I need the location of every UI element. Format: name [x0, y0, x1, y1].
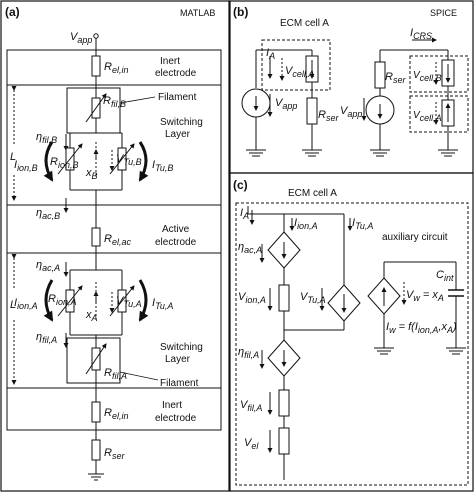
ecm-cell-a-box	[261, 39, 331, 91]
panel-c: (c) ECM cell A IA Iion,A ITu,A ηac,A Vio…	[233, 178, 469, 486]
panel-a-label: (a)	[5, 5, 20, 19]
ecm-cell-a-label: ECM cell A	[280, 18, 329, 29]
b-v-app2: Vapp	[340, 105, 362, 119]
a-r-ion-b: Rion,B	[50, 156, 78, 170]
b-i-a: IA	[266, 47, 275, 61]
a-eta-fil-b: ηfil,B	[36, 131, 57, 145]
r-el-resistor-c	[278, 427, 290, 455]
c-i-tu-a: ITu,A	[352, 217, 373, 231]
active-electrode-line1: Active	[162, 224, 190, 235]
c-v-tu-a: VTu,A	[300, 291, 326, 305]
panel-b-frame	[228, 0, 474, 174]
switching-layer-bottom-line2: Layer	[165, 354, 191, 365]
inert-electrode-bottom-line1: Inert	[162, 400, 182, 411]
a-eta-ac-b: ηac,B	[36, 207, 60, 221]
panel-b-label: (b)	[233, 5, 248, 19]
a-r-ion-a: Rion,A	[48, 293, 76, 307]
b-v-cell-a: Vcell,A	[285, 65, 314, 79]
panel-a-tag: MATLAB	[180, 8, 215, 18]
switching-layer-bottom-line1: Switching	[160, 342, 203, 353]
c-eta-fil-a: ηfil,A	[238, 346, 259, 360]
a-r-fil-a: Rfil,A	[104, 367, 127, 381]
a-i-ion-b: Iion,B	[14, 159, 38, 173]
inert-electrode-bottom-line2: electrode	[155, 413, 197, 424]
b-i-crs: ICRS	[410, 27, 432, 41]
panel-c-label: (c)	[233, 178, 248, 192]
inert-electrode-top-line1: Inert	[160, 56, 180, 67]
panel-c-title: ECM cell A	[288, 188, 337, 199]
filament-bottom-label: Filament	[160, 378, 199, 389]
a-r-el-in-bottom: Rel,in	[104, 407, 128, 421]
r-el-in-top-resistor	[91, 55, 101, 77]
c-c-int: Cint	[436, 269, 454, 283]
c-iw-eq: Iw = f(Iion,A,xA)	[386, 321, 457, 335]
inert-electrode-bottom-band	[6, 387, 222, 431]
ecm-cell-a-detail-box	[235, 202, 469, 486]
panel-b: (b) SPICE ECM cell A Vapp IA Vcell,A Rse…	[233, 5, 469, 157]
a-L-top: L	[10, 151, 16, 163]
switching-layer-bottom-band	[6, 252, 222, 389]
a-v-app: Vapp	[70, 31, 92, 45]
panel-a-frame	[0, 0, 231, 492]
c-i-a: IA	[240, 207, 249, 221]
c-eta-ac-a: ηac,A	[238, 241, 262, 255]
b-r-ser2: Rser	[385, 71, 406, 85]
a-i-tu-b: ITu,B	[152, 159, 173, 173]
b-v-cell-a2: Vcell,A	[413, 110, 442, 123]
a-v-tu-b: VTu,B	[116, 153, 142, 167]
c-vw-eq: Vw = xA	[406, 289, 444, 303]
a-r-el-ac: Rel,ac	[104, 233, 131, 247]
b-r-ser: Rser	[318, 109, 339, 123]
a-i-tu-a: ITu,A	[152, 297, 173, 311]
panel-c-frame	[228, 172, 474, 492]
r-el-in-bottom-resistor	[91, 401, 101, 423]
r-el-ac-resistor	[91, 227, 101, 247]
switching-layer-top-line2: Layer	[165, 129, 191, 140]
c-v-el: Vel	[244, 437, 259, 451]
filament-top-label: Filament	[158, 92, 197, 103]
c-v-ion-a: Vion,A	[238, 291, 266, 305]
v-app-terminal	[93, 33, 99, 39]
a-i-ion-a: Iion,A	[14, 297, 38, 311]
c-v-fil-a: Vfil,A	[240, 399, 262, 413]
r-ser-resistor	[91, 439, 101, 461]
a-x-a: xA	[85, 309, 98, 323]
switching-layer-top-line1: Switching	[160, 117, 203, 128]
c-i-ion-a: Iion,A	[294, 217, 318, 231]
r-ion-a-resistor-c	[278, 284, 290, 312]
cell-a2-box	[409, 95, 469, 133]
r-ser-right-resistor	[374, 61, 386, 89]
a-eta-ac-a: ηac,A	[36, 259, 60, 273]
r-ser-left-resistor	[306, 97, 318, 125]
a-eta-fil-a: ηfil,A	[36, 331, 57, 345]
panel-b-tag: SPICE	[430, 8, 457, 18]
cell-b-box	[409, 55, 469, 93]
a-L-bottom: L	[10, 299, 16, 311]
panel-a: (a) MATLAB Vapp Rel,in Inert electrode R…	[5, 5, 222, 481]
r-fil-a-resistor-c	[278, 389, 290, 417]
b-v-cell-b: Vcell,B	[413, 70, 442, 83]
aux-circuit-label: auxiliary circuit	[382, 232, 448, 243]
inert-electrode-top-line2: electrode	[155, 68, 197, 79]
a-v-tu-a: VTu,A	[116, 295, 142, 309]
filament-box-bottom	[66, 337, 121, 384]
b-v-app: Vapp	[275, 97, 297, 111]
a-r-fil-b: Rfil,B	[103, 95, 126, 109]
a-r-ser: Rser	[104, 447, 125, 461]
active-electrode-line2: electrode	[155, 237, 197, 248]
a-r-el-in-top: Rel,in	[104, 61, 128, 75]
a-x-b: xB	[85, 167, 98, 181]
